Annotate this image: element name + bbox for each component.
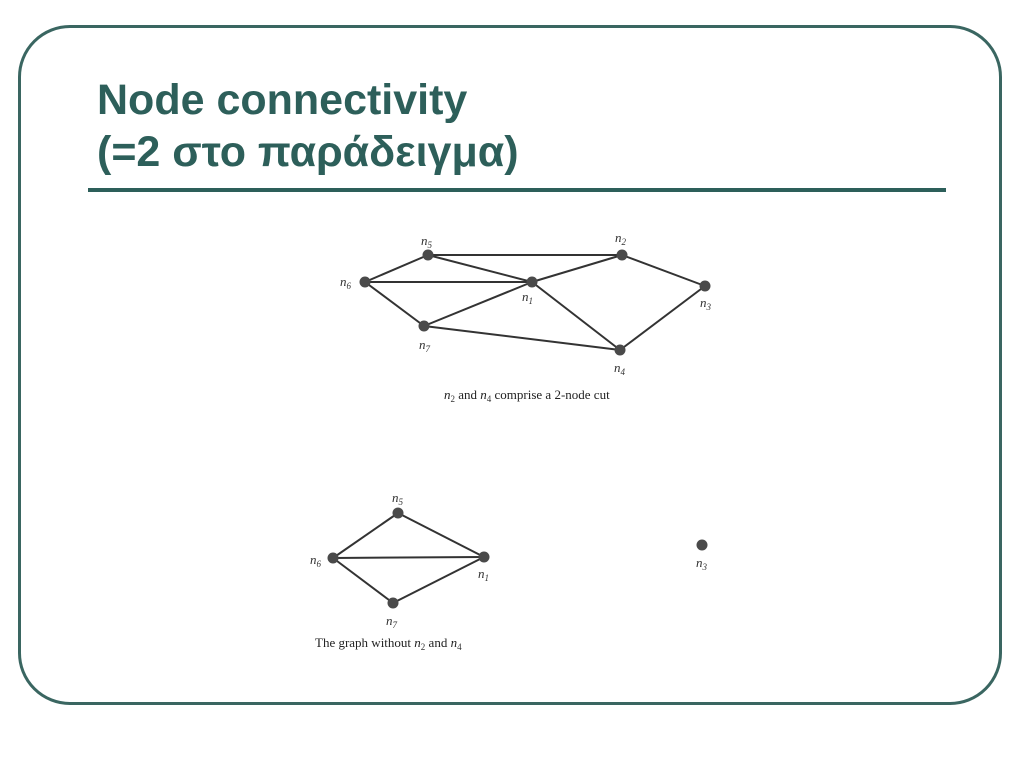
title-divider	[88, 188, 946, 192]
edge-n5-n1	[427, 254, 533, 283]
edge-n1-n4	[531, 281, 621, 351]
node-n4	[614, 344, 626, 356]
node-n3	[699, 280, 711, 292]
edge-n7-n1	[392, 556, 485, 604]
edge-n6-n7	[364, 281, 425, 327]
node-n1	[526, 276, 538, 288]
node-label-n1: n1	[478, 566, 489, 583]
edge-n4-n3	[619, 285, 706, 351]
node-label-n3: n3	[696, 555, 708, 572]
edge-n1-n2	[531, 254, 623, 283]
node-label-n7: n7	[419, 337, 431, 354]
slide-frame	[18, 25, 1002, 705]
cut-graph: n5 n6 n1 n7 n3	[310, 490, 708, 630]
node-n5	[392, 507, 404, 519]
cut-graph-caption: The graph without n2 and n4	[315, 635, 462, 652]
node-label-n1: n1	[522, 289, 533, 306]
node-n6	[327, 552, 339, 564]
node-label-n5: n5	[421, 233, 433, 250]
edge-n6-n5	[364, 254, 429, 283]
node-label-n4: n4	[614, 360, 626, 377]
edge-n7-n1	[423, 281, 533, 327]
full-graph-caption: n2 and n4 comprise a 2-node cut	[444, 387, 610, 404]
node-label-n5: n5	[392, 490, 404, 507]
edge-n5-n1	[397, 512, 485, 558]
full-graph: n1 n2 n3 n4 n5 n6 n7	[340, 230, 712, 377]
node-label-n6: n6	[310, 552, 322, 569]
slide-title-line-2: (=2 στο παράδειγμα)	[97, 128, 519, 176]
node-n2	[616, 249, 628, 261]
edge-n7-n4	[423, 325, 621, 351]
node-label-n3: n3	[700, 295, 712, 312]
edge-n6-n7	[332, 557, 394, 604]
node-n7	[387, 597, 399, 609]
edge-n2-n3	[621, 254, 706, 287]
node-label-n6: n6	[340, 274, 352, 291]
edge-n6-n1	[332, 556, 485, 559]
slide-title: Node connectivity (=2 στο παράδειγμα)	[97, 74, 519, 178]
edge-n6-n5	[332, 512, 399, 559]
node-label-n7: n7	[386, 613, 398, 630]
node-n6	[359, 276, 371, 288]
node-n1	[478, 551, 490, 563]
node-n7	[418, 320, 430, 332]
node-n5	[422, 249, 434, 261]
slide-title-line-1: Node connectivity	[97, 76, 468, 124]
node-n3	[696, 539, 708, 551]
node-label-n2: n2	[615, 230, 627, 247]
